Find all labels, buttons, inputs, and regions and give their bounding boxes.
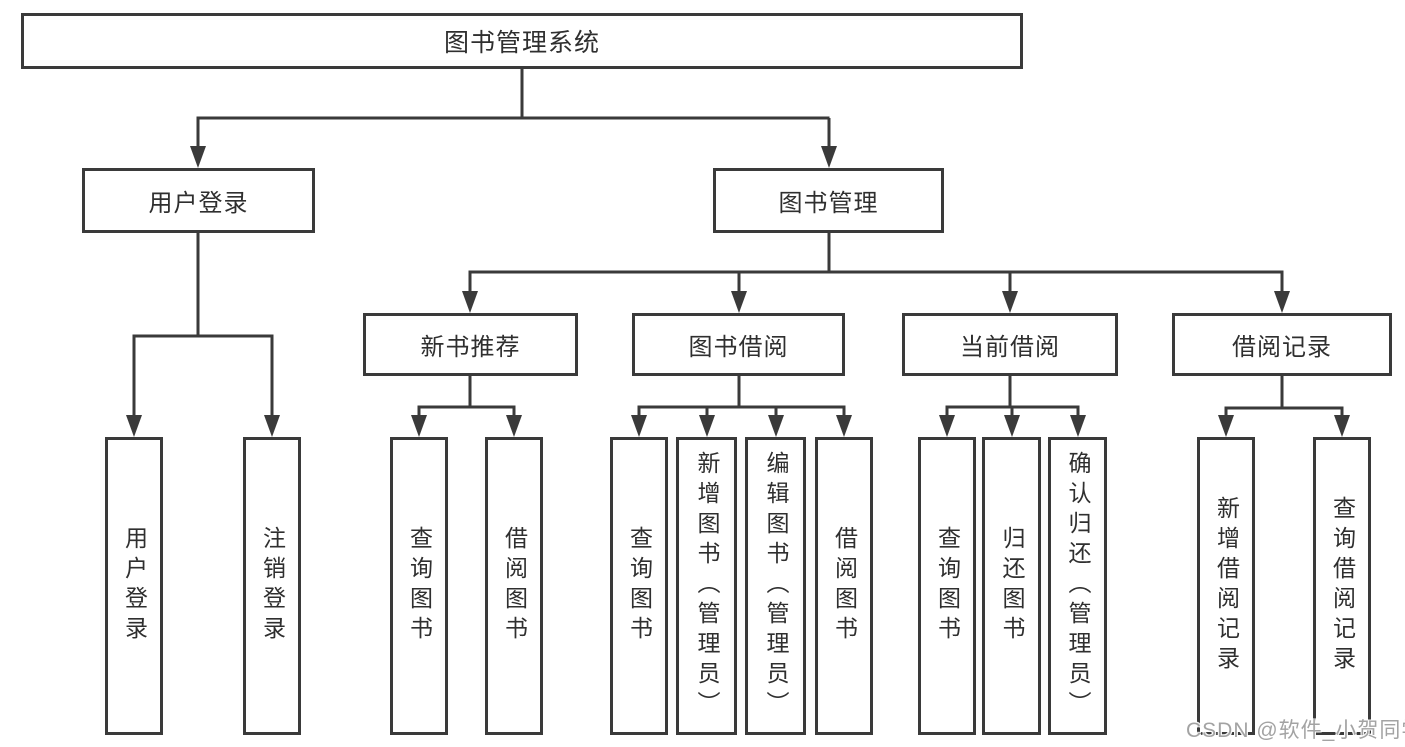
leaf-edit-book-admin-label: 编辑图书（管理员） — [763, 451, 789, 721]
node-user-login-label: 用户登录 — [148, 190, 249, 217]
leaf-query-books-current: 查询图书 — [918, 437, 976, 735]
node-borrowing-records: 借阅记录 — [1172, 313, 1392, 376]
node-book-management-label: 图书管理 — [778, 190, 879, 217]
leaf-add-book-admin: 新增图书（管理员） — [676, 437, 737, 735]
leaf-logout: 注销登录 — [243, 437, 301, 735]
node-user-login: 用户登录 — [82, 168, 315, 233]
csdn-watermark: CSDN @软件_小贺同学 — [1186, 719, 1405, 742]
node-current-borrowing: 当前借阅 — [902, 313, 1118, 376]
leaf-query-books-borrow-label: 查询图书 — [626, 526, 653, 646]
leaf-user-login: 用户登录 — [105, 437, 163, 735]
leaf-confirm-return-admin-label: 确认归还（管理员） — [1065, 451, 1091, 721]
leaf-borrow-books-label: 借阅图书 — [831, 526, 858, 646]
node-new-book-recommend: 新书推荐 — [363, 313, 578, 376]
connector-root-to-level2 — [190, 66, 837, 168]
node-new-book-recommend-label: 新书推荐 — [420, 334, 521, 361]
node-library-management-system-label: 图书管理系统 — [443, 29, 600, 57]
node-book-borrowing-label: 图书借阅 — [688, 334, 789, 361]
leaf-logout-label: 注销登录 — [259, 526, 286, 646]
connector-new-book-recommend-to-leaves — [411, 376, 522, 437]
leaf-query-borrow-record: 查询借阅记录 — [1313, 437, 1371, 735]
leaf-borrow-books: 借阅图书 — [815, 437, 873, 735]
node-library-management-system: 图书管理系统 — [21, 13, 1023, 69]
leaf-query-borrow-record-label: 查询借阅记录 — [1329, 496, 1356, 676]
leaf-borrow-books-recommend: 借阅图书 — [485, 437, 543, 735]
connector-current-borrowing-to-leaves — [939, 376, 1086, 437]
leaf-query-books-recommend-label: 查询图书 — [406, 526, 433, 646]
node-book-management: 图书管理 — [713, 168, 944, 233]
leaf-add-borrow-record: 新增借阅记录 — [1197, 437, 1255, 735]
leaf-user-login-label: 用户登录 — [121, 526, 148, 646]
connector-user-login-to-leaves — [126, 233, 280, 437]
leaf-query-books-borrow: 查询图书 — [610, 437, 668, 735]
leaf-query-books-current-label: 查询图书 — [934, 526, 961, 646]
leaf-edit-book-admin: 编辑图书（管理员） — [745, 437, 806, 735]
node-borrowing-records-label: 借阅记录 — [1232, 334, 1332, 361]
connector-book-management-to-level3 — [462, 233, 1290, 313]
leaf-add-borrow-record-label: 新增借阅记录 — [1213, 496, 1240, 676]
leaf-query-books-recommend: 查询图书 — [390, 437, 448, 735]
leaf-return-books: 归还图书 — [982, 437, 1041, 735]
node-book-borrowing: 图书借阅 — [632, 313, 845, 376]
leaf-return-books-label: 归还图书 — [999, 526, 1025, 646]
connector-borrowing-records-to-leaves — [1218, 376, 1350, 437]
leaf-borrow-books-recommend-label: 借阅图书 — [501, 526, 528, 646]
leaf-add-book-admin-label: 新增图书（管理员） — [694, 451, 720, 721]
connector-book-borrowing-to-leaves — [631, 376, 852, 437]
leaf-confirm-return-admin: 确认归还（管理员） — [1048, 437, 1107, 735]
node-current-borrowing-label: 当前借阅 — [960, 334, 1060, 361]
